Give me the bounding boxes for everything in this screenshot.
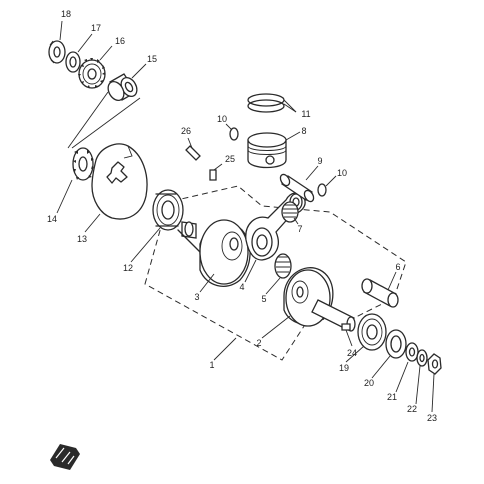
label-2: 2 [256,338,261,348]
assembly-boundary [144,185,407,361]
label-23: 23 [427,413,437,423]
circlip-10-lower [317,183,327,197]
label-6: 6 [395,262,400,272]
label-16: 16 [115,36,125,46]
label-7: 7 [297,224,302,234]
needle-bearing-5 [274,253,292,279]
label-5: 5 [261,294,266,304]
label-10-lower: 10 [337,168,347,178]
crank-half-2 [283,267,356,332]
label-18: 18 [61,9,71,19]
label-22: 22 [407,404,417,414]
label-17: 17 [91,23,101,33]
crank-half-3 [177,219,251,287]
bearing-12 [152,189,184,231]
dowel-pin-26 [185,145,201,161]
washer-21 [405,342,419,362]
rotor-plate-13 [91,143,148,220]
nut-23 [427,353,442,375]
label-12: 12 [123,263,133,273]
label-15: 15 [147,54,157,64]
piston-8 [247,132,287,169]
circlip-10-upper [229,127,239,141]
nut-18 [48,40,66,64]
oil-seal-20 [385,329,407,359]
gear-16 [78,58,106,89]
drive-gear-14 [72,147,94,181]
label-19: 19 [339,363,349,373]
label-11: 11 [301,109,310,119]
label-26: 26 [181,126,191,136]
publisher-logo-icon [50,444,80,470]
label-9: 9 [317,156,322,166]
washer-17 [65,51,81,73]
needle-bearing-7 [281,201,299,223]
connecting-rod-4 [245,192,306,261]
crank-pin-6 [361,278,399,308]
label-4: 4 [239,282,244,292]
label-21: 21 [387,392,397,402]
part-labels: 18 17 16 15 11 10 8 26 25 9 10 14 13 12 … [47,9,437,423]
label-1: 1 [209,360,214,370]
key-24 [341,323,351,331]
piston-rings-11 [247,93,285,113]
label-3: 3 [194,292,199,302]
label-10-upper: 10 [217,114,227,124]
lock-washer-22 [416,349,428,367]
label-25: 25 [225,154,235,164]
collar-15 [107,73,138,101]
bearing-19 [357,313,387,351]
label-14: 14 [47,214,57,224]
label-20: 20 [364,378,374,388]
piston-pin-9 [279,173,315,203]
key-25 [209,169,217,181]
label-24: 24 [347,348,357,358]
label-8: 8 [301,126,306,136]
label-13: 13 [77,234,87,244]
